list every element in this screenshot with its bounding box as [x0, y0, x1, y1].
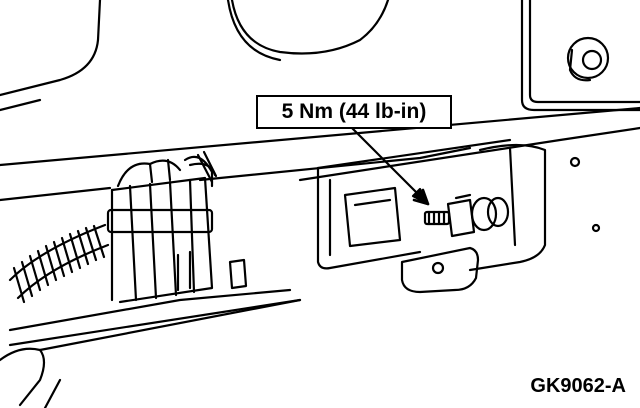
base-plate [0, 258, 302, 408]
torque-label: 5 Nm (44 lb-in) [281, 100, 427, 123]
upper-left-panel [0, 0, 102, 112]
electrical-connector [106, 155, 214, 304]
upper-right-bracket [520, 0, 640, 112]
bracket-tab [400, 246, 480, 294]
callout-leader-arrow [350, 126, 430, 206]
round-housing [226, 0, 390, 62]
fastener-bolt [423, 193, 510, 238]
long-rail [0, 106, 640, 202]
mounting-bracket [316, 138, 601, 272]
wiring-conduit [8, 150, 218, 304]
figure-id: GK9062-A [530, 375, 626, 397]
torque-callout: 5 Nm (44 lb-in) [256, 95, 452, 129]
